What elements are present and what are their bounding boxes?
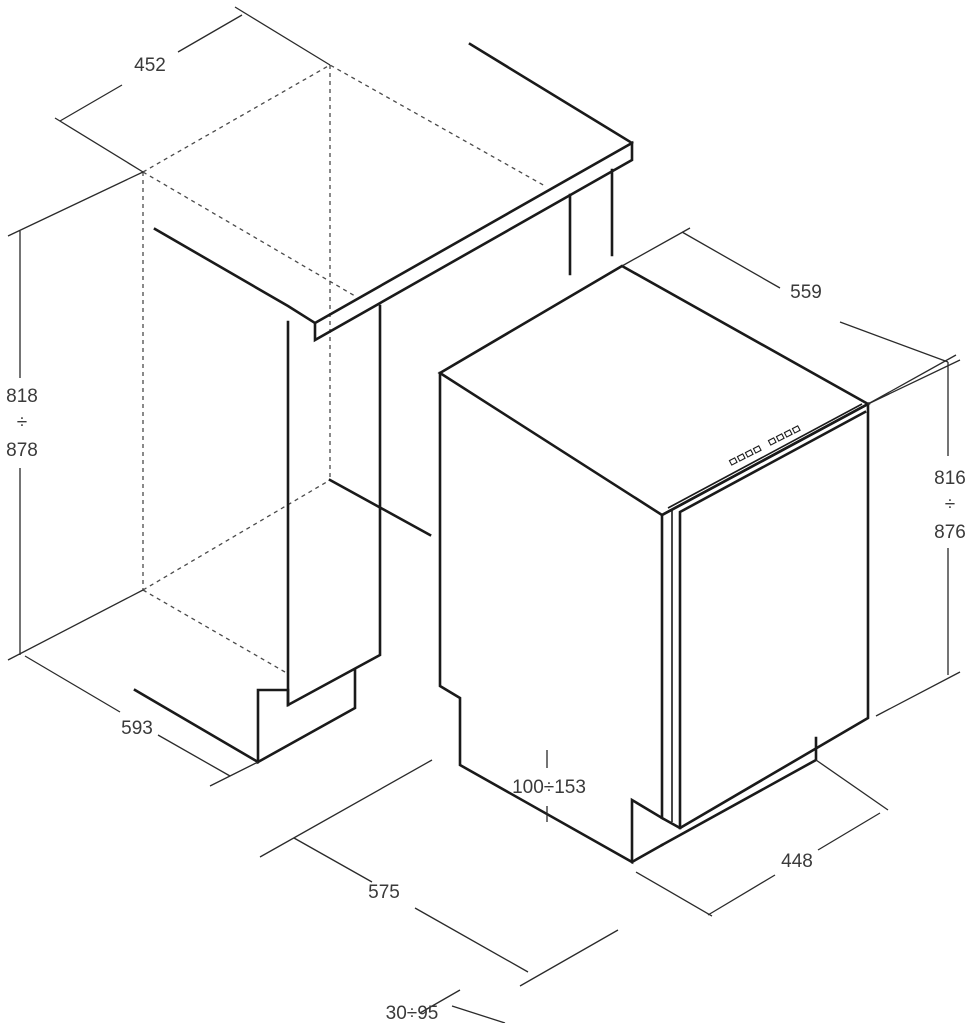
cabinet-niche (133, 42, 634, 765)
dim-dishwasher-width: 448 (781, 851, 813, 872)
control-panel (728, 425, 801, 466)
dim-cabinet-width: 593 (121, 718, 153, 739)
dimension-lines (7, 6, 961, 1023)
dim-dishwasher-height-bottom: 876 (934, 522, 966, 543)
dishwasher-door (660, 401, 870, 830)
dim-plinth-height: 100÷153 (512, 777, 586, 798)
control-button-2 (736, 453, 746, 462)
dim-gap: 30÷95 (386, 1003, 439, 1023)
niche-hidden-edges (142, 64, 546, 673)
control-button-3 (744, 449, 754, 458)
dim-dishwasher-height-top: 816 (934, 468, 966, 489)
dim-dishwasher-height-divider: ÷ (945, 494, 955, 515)
dim-cabinet-height-bottom: 878 (6, 440, 38, 461)
dishwasher-side (438, 371, 664, 865)
dim-cabinet-height-divider: ÷ (17, 412, 27, 433)
dimension-labels: 452 818 ÷ 878 593 559 816 ÷ 876 100÷153 … (6, 55, 966, 1023)
control-button-8 (791, 425, 801, 434)
control-button-4 (752, 445, 762, 454)
control-button-7 (783, 429, 793, 438)
dishwasher-top (437, 264, 871, 517)
control-button-1 (728, 457, 738, 466)
control-button-5 (767, 437, 777, 446)
dim-dishwasher-length: 575 (368, 882, 400, 903)
dishwasher (437, 264, 871, 865)
worktop (153, 42, 634, 343)
side-panel (133, 304, 432, 765)
control-button-6 (775, 433, 785, 442)
dim-cabinet-height-top: 818 (6, 386, 38, 407)
dim-dishwasher-depth: 559 (790, 282, 822, 303)
dim-cabinet-depth: 452 (134, 55, 166, 76)
